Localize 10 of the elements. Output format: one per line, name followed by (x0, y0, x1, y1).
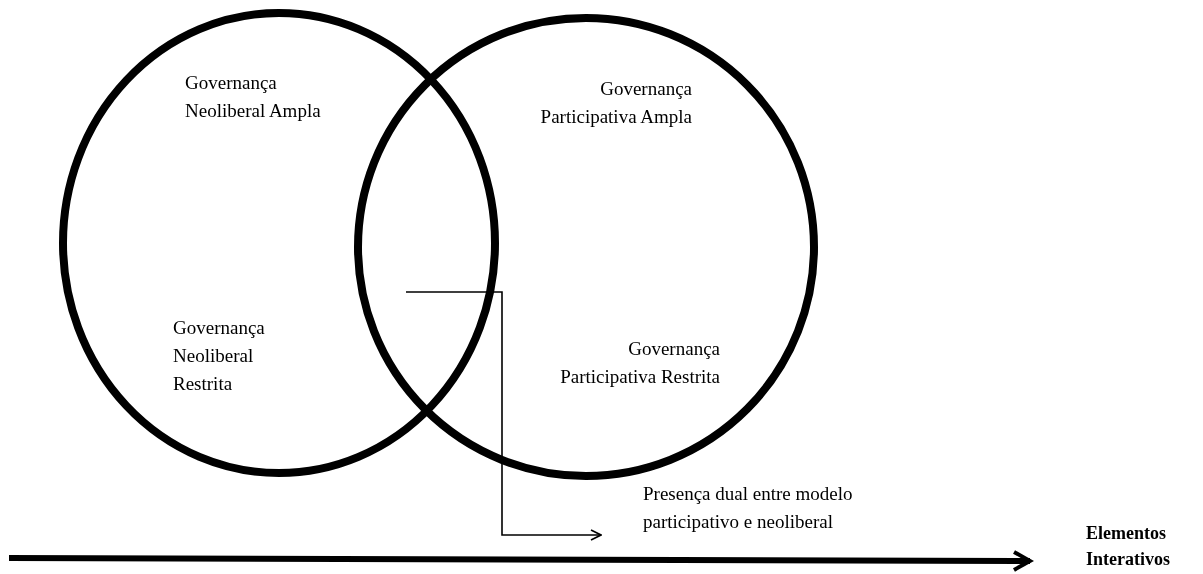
leader-arrow (405, 291, 602, 541)
long-arrow (9, 549, 1032, 572)
text-label: Presença dual entre modelo participativo e neoliberal (643, 480, 903, 536)
region-label: Governança Participativa Ampla (539, 77, 692, 129)
text-label: Elementos Interativos (1086, 520, 1201, 572)
region-label: Governança Neoliberal Restrita (173, 316, 266, 396)
circle-shape (59, 9, 499, 477)
circle-shape (354, 14, 818, 480)
region-label: Governança Neoliberal Ampla (185, 71, 322, 123)
region-label: Governança Participativa Restrita (559, 337, 720, 389)
